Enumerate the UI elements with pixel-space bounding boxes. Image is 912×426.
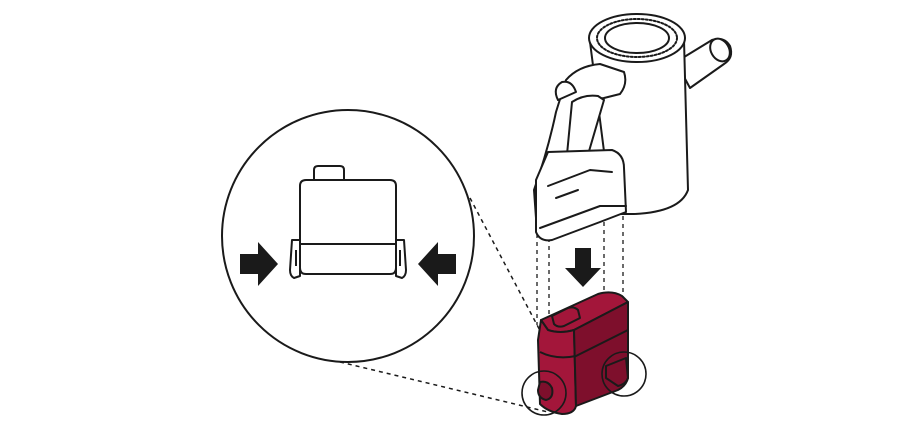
alignment-guides xyxy=(536,216,624,325)
left-clip-marker xyxy=(521,370,567,416)
arrow-down-icon xyxy=(565,248,601,287)
zoom-inset xyxy=(221,109,475,363)
right-clip-marker xyxy=(601,351,647,397)
arrow-left-icon xyxy=(418,242,456,286)
inset-battery xyxy=(289,165,407,279)
callout-lines xyxy=(339,197,549,413)
battery-pack xyxy=(537,291,629,415)
arrow-right-icon xyxy=(240,242,278,286)
vacuum-body xyxy=(533,13,733,242)
clip-markers xyxy=(521,351,647,416)
